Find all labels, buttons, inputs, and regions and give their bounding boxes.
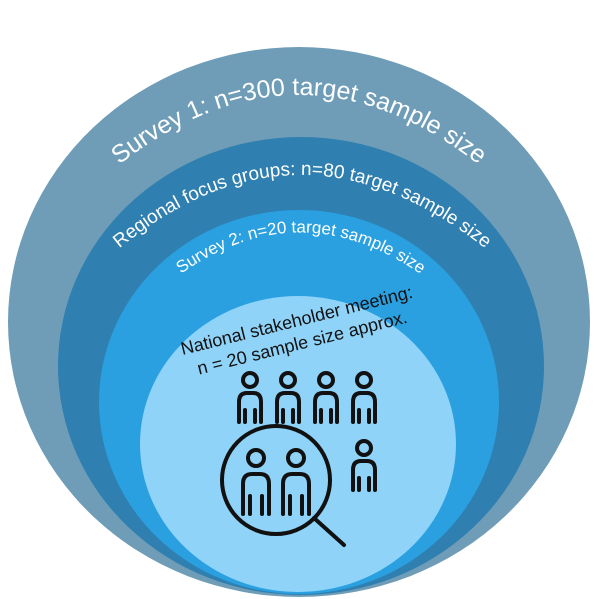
- person-icon: [351, 371, 377, 424]
- people-magnifier-icon: [220, 371, 377, 547]
- person-icon: [313, 371, 339, 424]
- ring-national-stakeholder-meeting: [140, 296, 456, 592]
- person-icon: [237, 371, 263, 424]
- magnifier-lens: [220, 424, 332, 536]
- person-icon: [281, 448, 311, 516]
- person-icon: [275, 371, 301, 424]
- person-icon: [351, 439, 377, 492]
- magnifier-handle: [312, 516, 346, 547]
- person-icon: [241, 448, 271, 516]
